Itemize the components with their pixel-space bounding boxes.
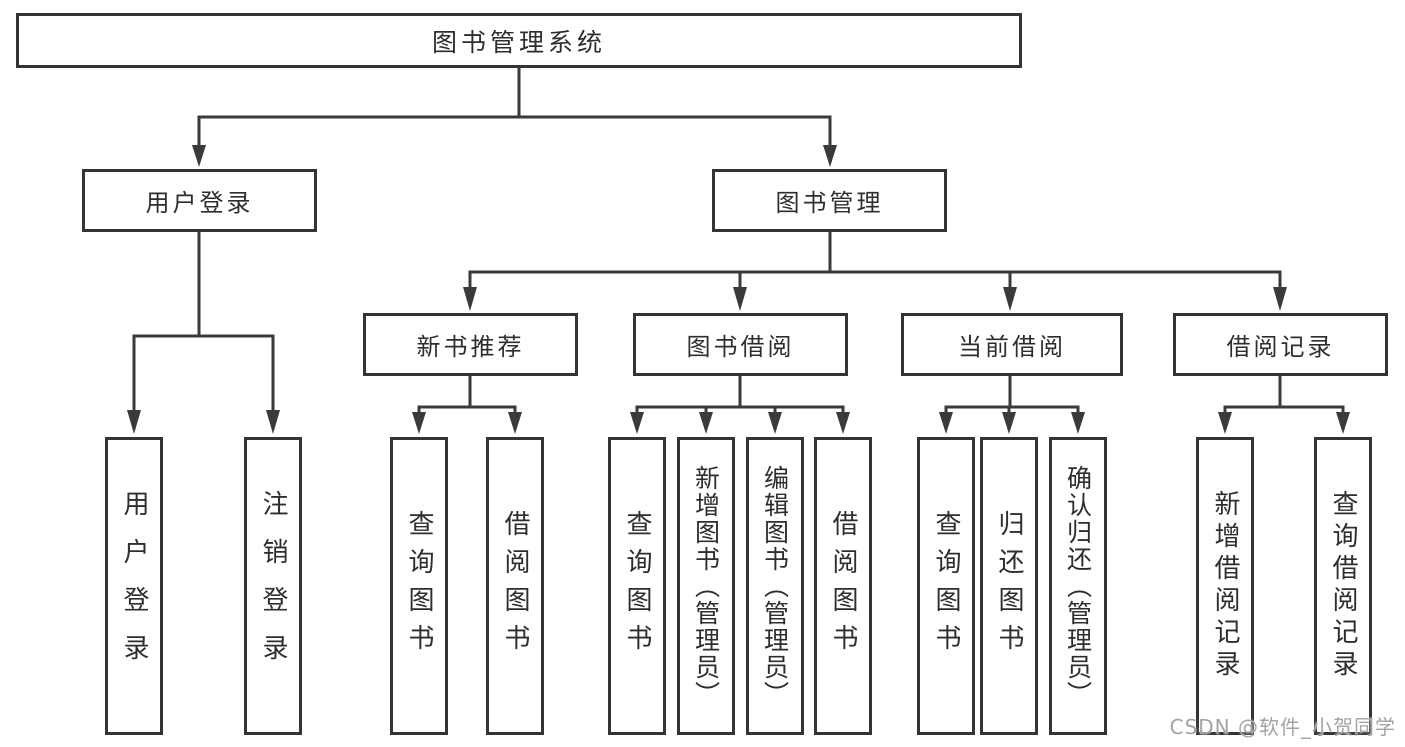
leaf-query-books-borrow: 查询图书 — [608, 437, 666, 735]
node-borrow-records: 借阅记录 — [1173, 313, 1388, 376]
leaf-query-books-recommend: 查询图书 — [390, 437, 448, 735]
node-new-book-recommend: 新书推荐 — [363, 313, 578, 376]
leaf-query-books-current: 查询图书 — [917, 437, 975, 735]
leaf-return-book: 归还图书 — [980, 437, 1038, 735]
leaf-borrow-books: 借阅图书 — [814, 437, 872, 735]
leaf-confirm-return-admin: 确认归还（管理员） — [1049, 437, 1107, 735]
node-library-management-system: 图书管理系统 — [16, 13, 1022, 68]
leaf-edit-book-admin: 编辑图书（管理员） — [746, 437, 804, 735]
leaf-add-book-admin: 新增图书（管理员） — [677, 437, 735, 735]
leaf-query-borrow-record: 查询借阅记录 — [1314, 437, 1372, 735]
node-book-management: 图书管理 — [712, 169, 947, 232]
csdn-watermark: CSDN @软件_小贺同学 — [1169, 715, 1396, 739]
node-current-borrow: 当前借阅 — [901, 313, 1123, 376]
leaf-logout: 注销登录 — [244, 437, 302, 735]
leaf-add-borrow-record: 新增借阅记录 — [1196, 437, 1254, 735]
node-book-borrow: 图书借阅 — [633, 313, 848, 376]
leaf-user-login: 用户登录 — [105, 437, 163, 735]
node-user-login: 用户登录 — [82, 169, 317, 232]
leaf-borrow-books-recommend: 借阅图书 — [486, 437, 544, 735]
